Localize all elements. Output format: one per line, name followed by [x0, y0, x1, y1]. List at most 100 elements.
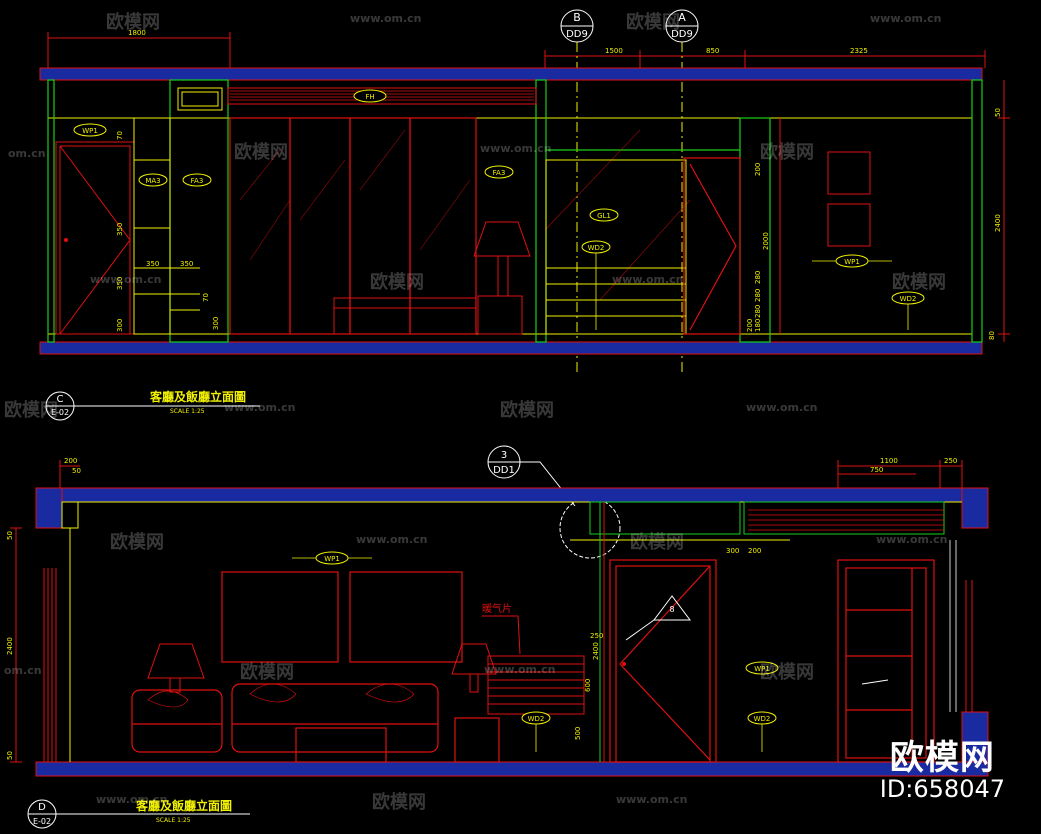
dim-text: 350 [146, 260, 159, 268]
watermark-site: www.om.cn [480, 142, 552, 155]
dim-text: 50 [72, 467, 81, 475]
watermark-site: om.cn [8, 147, 46, 160]
drawing-scale: SCALE 1:25 [156, 817, 191, 824]
view-sheet: E-02 [51, 408, 69, 417]
view-sheet: E-02 [33, 817, 51, 826]
dim-text: 350 [180, 260, 193, 268]
dim-text: 70 [116, 131, 124, 140]
dim-text: 300 [212, 317, 220, 330]
watermark-brand: 欧模网 [500, 399, 554, 421]
dim-text: 200 [746, 319, 754, 332]
tag-label: GL1 [597, 212, 611, 220]
watermark-site: www.om.cn [90, 273, 162, 286]
watermark-brand: 欧模网 [892, 271, 946, 293]
dim-text: 200 [64, 457, 77, 465]
watermark-site: www.om.cn [612, 273, 684, 286]
dim-text: 2400 [6, 637, 14, 655]
dim-text: 280 [754, 289, 762, 302]
view-mark-c: C E-02 [45, 391, 260, 421]
dim-text: 250 [944, 457, 957, 465]
watermark-brand: 欧模网 [630, 531, 684, 553]
drawing-title: 客廳及飯廳立面圖 [135, 798, 232, 813]
elevation-top: 1800 1500 850 2325 B DD9 A DD9 [39, 9, 1010, 421]
dim-text: 50 [6, 751, 14, 760]
top-dimension-texts: 1800 1500 850 2325 [128, 29, 868, 55]
elevation-bottom: 200 50 1100 250 750 3 DD1 50 2 [6, 445, 989, 829]
section-mark-b: B DD9 [560, 9, 594, 43]
tag-label: WD2 [900, 295, 917, 303]
brand-id: ID:658047 [879, 774, 1005, 803]
dim-text: 500 [574, 727, 582, 740]
dim-text: 50 [6, 531, 14, 540]
watermark-brand: 欧模网 [4, 399, 58, 421]
tag-label: FA3 [493, 169, 506, 177]
section-sheet: DD9 [671, 29, 693, 40]
watermarks: 欧模网 www.om.cn 欧模网 www.om.cn om.cn 欧模网 ww… [4, 11, 948, 813]
dim-text: 300 [726, 547, 739, 555]
watermark-site: www.om.cn [746, 401, 818, 414]
watermark-site: www.om.cn [356, 533, 428, 546]
dim-text: 350 [116, 277, 124, 290]
dim-text: 200 [754, 163, 762, 176]
watermark-brand: 欧模网 [626, 11, 680, 33]
watermark-brand: 欧模网 [234, 141, 288, 163]
view-letter: C [57, 394, 64, 405]
watermark-site: www.om.cn [96, 793, 168, 806]
watermark-site: www.om.cn [876, 533, 948, 546]
tag-label: WD2 [528, 715, 545, 723]
section-cut-lines [576, 42, 683, 372]
tag-label: WD2 [588, 244, 605, 252]
tag-label: WP1 [844, 258, 860, 266]
watermark-brand: 欧模网 [760, 661, 814, 683]
door-mark: 8 [669, 605, 674, 614]
watermark-brand: 欧模网 [370, 271, 424, 293]
watermark-brand: 欧模网 [110, 531, 164, 553]
tag-label: WP1 [82, 127, 98, 135]
watermark-brand: 欧模网 [240, 661, 294, 683]
tag-label: WD2 [754, 715, 771, 723]
dim-text: 2000 [762, 232, 770, 250]
dim-text: 750 [870, 466, 883, 474]
floor-slab [39, 341, 983, 355]
walls [47, 79, 983, 343]
watermark-site: www.om.cn [350, 12, 422, 25]
tag-label: WP1 [324, 555, 340, 563]
watermark-site: www.om.cn [870, 12, 942, 25]
dim-text: 850 [706, 47, 719, 55]
dim-text: 1800 [128, 29, 146, 37]
dim-text: 2400 [592, 642, 600, 660]
tag-label: WP1 [754, 665, 770, 673]
callout-sheet: DD1 [493, 465, 515, 476]
brand-watermark: 欧模网 ID:658047 [879, 738, 1005, 803]
dim-text: 70 [202, 293, 210, 302]
ceiling-slab [39, 67, 983, 81]
dim-text: 280 [754, 271, 762, 284]
dim-text: 1500 [605, 47, 623, 55]
dim-text: 2325 [850, 47, 868, 55]
sofa [131, 683, 500, 763]
radiator-label: 暖气片 [482, 602, 512, 615]
dim-text: 2400 [994, 214, 1002, 232]
watermark-site: www.om.cn [224, 401, 296, 414]
dim-text: 350 [116, 223, 124, 236]
callout-number: 3 [501, 450, 507, 461]
section-letter: A [678, 11, 686, 24]
left-door [55, 141, 135, 335]
dim-text: 300 [116, 319, 124, 332]
view-mark-d: D E-02 [27, 799, 250, 829]
dim-text: 250 [590, 632, 603, 640]
tag-label: MA3 [145, 177, 160, 185]
dim-text: 50 [994, 108, 1002, 117]
watermark-brand: 欧模网 [106, 11, 160, 33]
dim-text: 80 [988, 331, 996, 340]
brand-name: 欧模网 [889, 738, 995, 779]
watermark-brand: 欧模网 [372, 791, 426, 813]
section-sheet: DD9 [566, 29, 588, 40]
top-dimension-lines [47, 32, 986, 68]
dim-text: 600 [584, 679, 592, 692]
section-letter: B [573, 11, 581, 24]
drawing-scale: SCALE 1:25 [170, 408, 205, 415]
watermark-brand: 欧模网 [760, 141, 814, 163]
watermark-site: www.om.cn [616, 793, 688, 806]
